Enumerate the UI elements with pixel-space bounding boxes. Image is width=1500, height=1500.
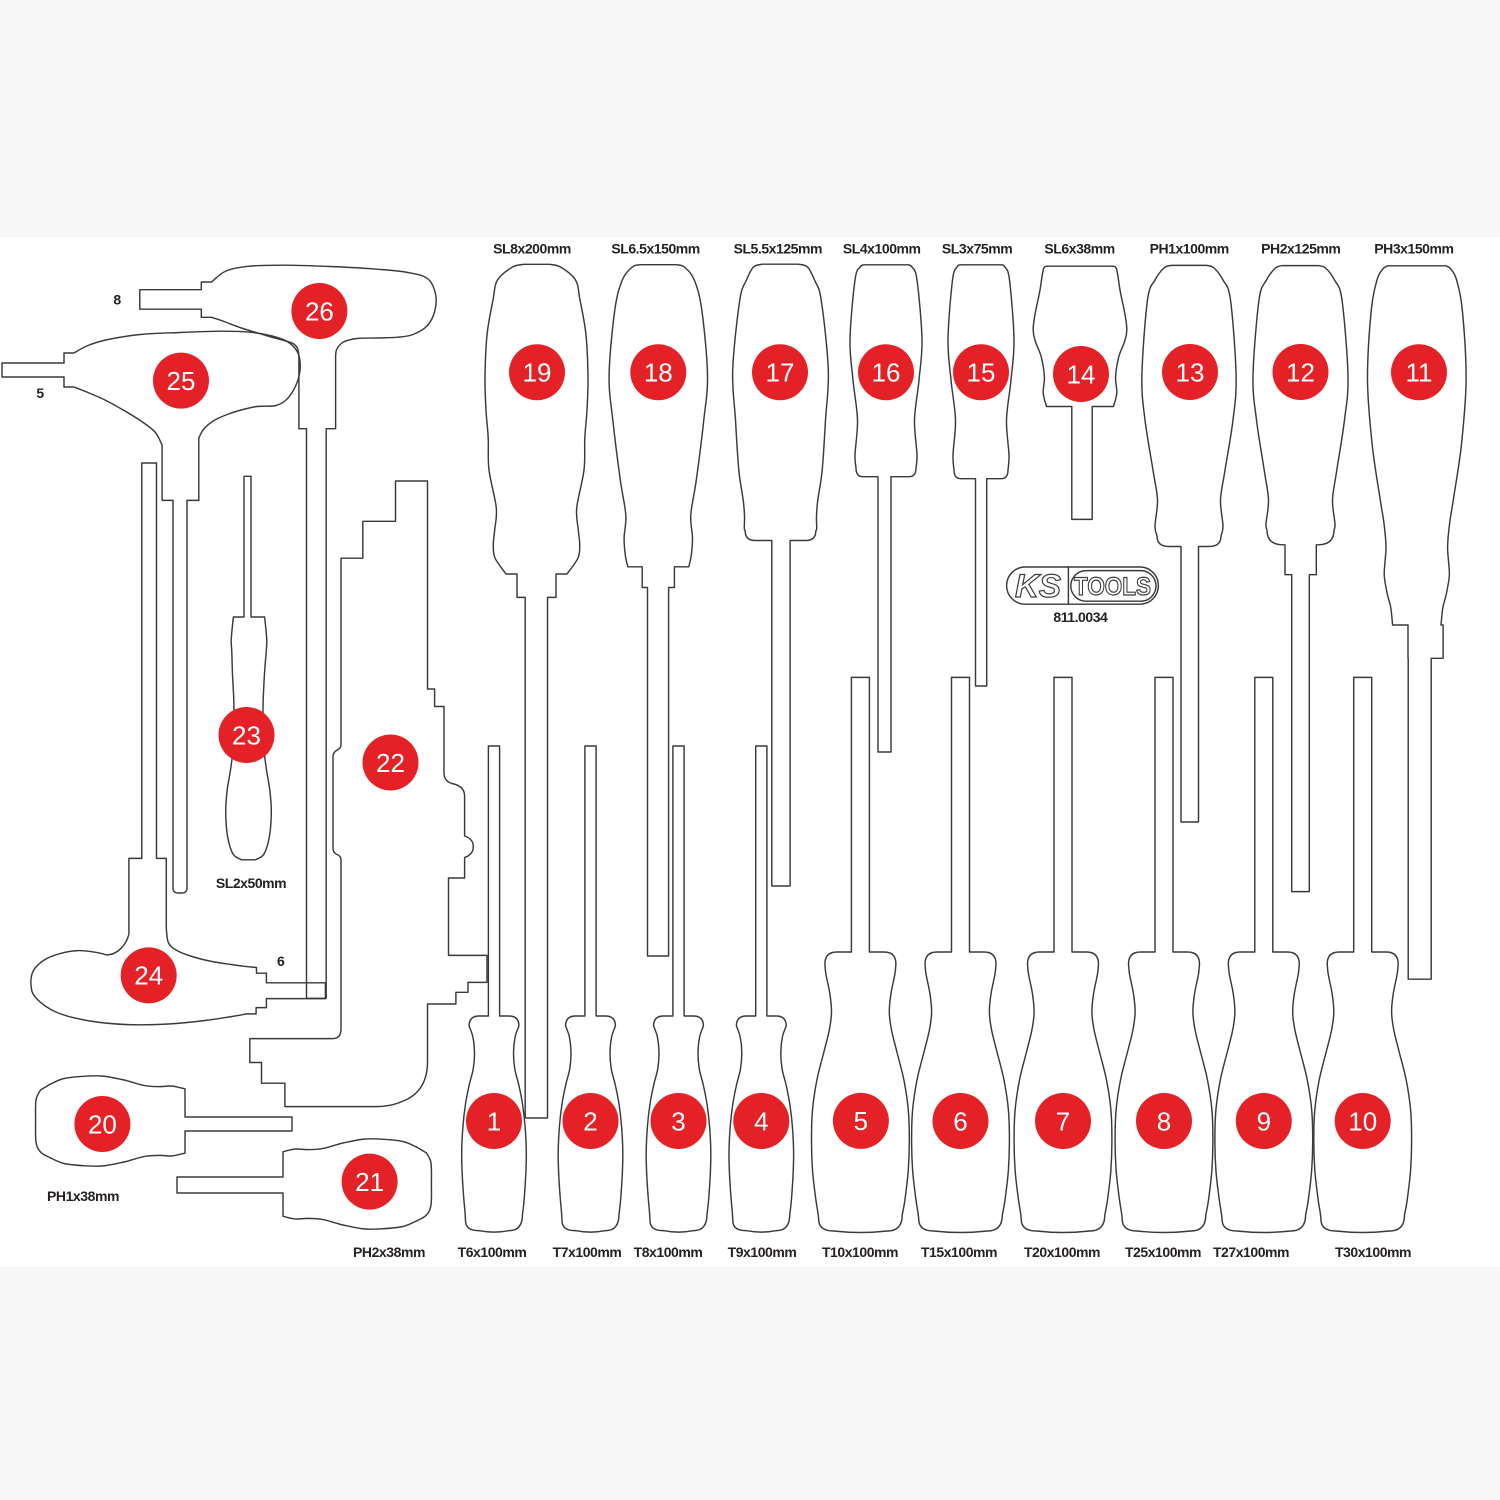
svg-text:SL4x100mm: SL4x100mm bbox=[843, 240, 921, 256]
svg-text:T9x100mm: T9x100mm bbox=[728, 1244, 797, 1260]
svg-text:PH1x100mm: PH1x100mm bbox=[1150, 240, 1229, 256]
svg-text:16: 16 bbox=[872, 358, 901, 388]
svg-text:T7x100mm: T7x100mm bbox=[553, 1244, 622, 1260]
svg-text:26: 26 bbox=[305, 296, 334, 326]
svg-text:T10x100mm: T10x100mm bbox=[822, 1244, 898, 1260]
svg-text:PH1x38mm: PH1x38mm bbox=[47, 1188, 119, 1204]
svg-text:8: 8 bbox=[1157, 1106, 1171, 1136]
svg-text:20: 20 bbox=[88, 1109, 117, 1139]
svg-text:SL3x75mm: SL3x75mm bbox=[942, 240, 1012, 256]
svg-text:2: 2 bbox=[583, 1106, 597, 1136]
svg-text:14: 14 bbox=[1067, 359, 1096, 389]
svg-text:3: 3 bbox=[671, 1106, 685, 1136]
svg-text:21: 21 bbox=[355, 1167, 384, 1197]
svg-text:T8x100mm: T8x100mm bbox=[634, 1244, 703, 1260]
svg-text:17: 17 bbox=[766, 358, 795, 388]
svg-text:T25x100mm: T25x100mm bbox=[1125, 1244, 1201, 1260]
svg-text:PH2x125mm: PH2x125mm bbox=[1261, 240, 1340, 256]
svg-text:PH2x38mm: PH2x38mm bbox=[353, 1244, 425, 1260]
svg-text:T20x100mm: T20x100mm bbox=[1024, 1244, 1100, 1260]
svg-text:811.0034: 811.0034 bbox=[1053, 609, 1108, 625]
svg-text:7: 7 bbox=[1056, 1106, 1070, 1136]
svg-text:SL5.5x125mm: SL5.5x125mm bbox=[734, 240, 822, 256]
svg-text:6: 6 bbox=[277, 953, 285, 969]
svg-text:11: 11 bbox=[1406, 358, 1433, 388]
svg-text:13: 13 bbox=[1176, 357, 1205, 387]
svg-text:T27x100mm: T27x100mm bbox=[1213, 1244, 1289, 1260]
svg-text:T6x100mm: T6x100mm bbox=[458, 1244, 527, 1260]
svg-text:10: 10 bbox=[1348, 1106, 1377, 1136]
svg-text:SL6.5x150mm: SL6.5x150mm bbox=[611, 240, 699, 256]
svg-text:18: 18 bbox=[644, 358, 673, 388]
svg-text:25: 25 bbox=[167, 366, 196, 396]
svg-text:6: 6 bbox=[953, 1106, 967, 1136]
svg-text:23: 23 bbox=[232, 720, 261, 750]
svg-text:4: 4 bbox=[754, 1106, 768, 1136]
svg-text:9: 9 bbox=[1257, 1106, 1271, 1136]
svg-text:SL2x50mm: SL2x50mm bbox=[216, 875, 286, 891]
svg-text:19: 19 bbox=[523, 358, 552, 388]
svg-text:5: 5 bbox=[854, 1106, 868, 1136]
svg-text:T30x100mm: T30x100mm bbox=[1335, 1244, 1411, 1260]
svg-text:T15x100mm: T15x100mm bbox=[921, 1244, 997, 1260]
svg-text:15: 15 bbox=[967, 358, 996, 388]
svg-text:8: 8 bbox=[113, 292, 121, 308]
svg-text:SL8x200mm: SL8x200mm bbox=[493, 240, 571, 256]
svg-text:22: 22 bbox=[376, 748, 405, 778]
svg-text:1: 1 bbox=[487, 1106, 501, 1136]
svg-text:5: 5 bbox=[36, 385, 44, 401]
svg-text:PH3x150mm: PH3x150mm bbox=[1374, 240, 1453, 256]
svg-text:SL6x38mm: SL6x38mm bbox=[1044, 240, 1114, 256]
svg-text:TOOLS: TOOLS bbox=[1074, 573, 1151, 601]
svg-text:12: 12 bbox=[1286, 357, 1315, 387]
svg-text:KS: KS bbox=[1015, 568, 1062, 604]
svg-text:24: 24 bbox=[134, 961, 163, 991]
